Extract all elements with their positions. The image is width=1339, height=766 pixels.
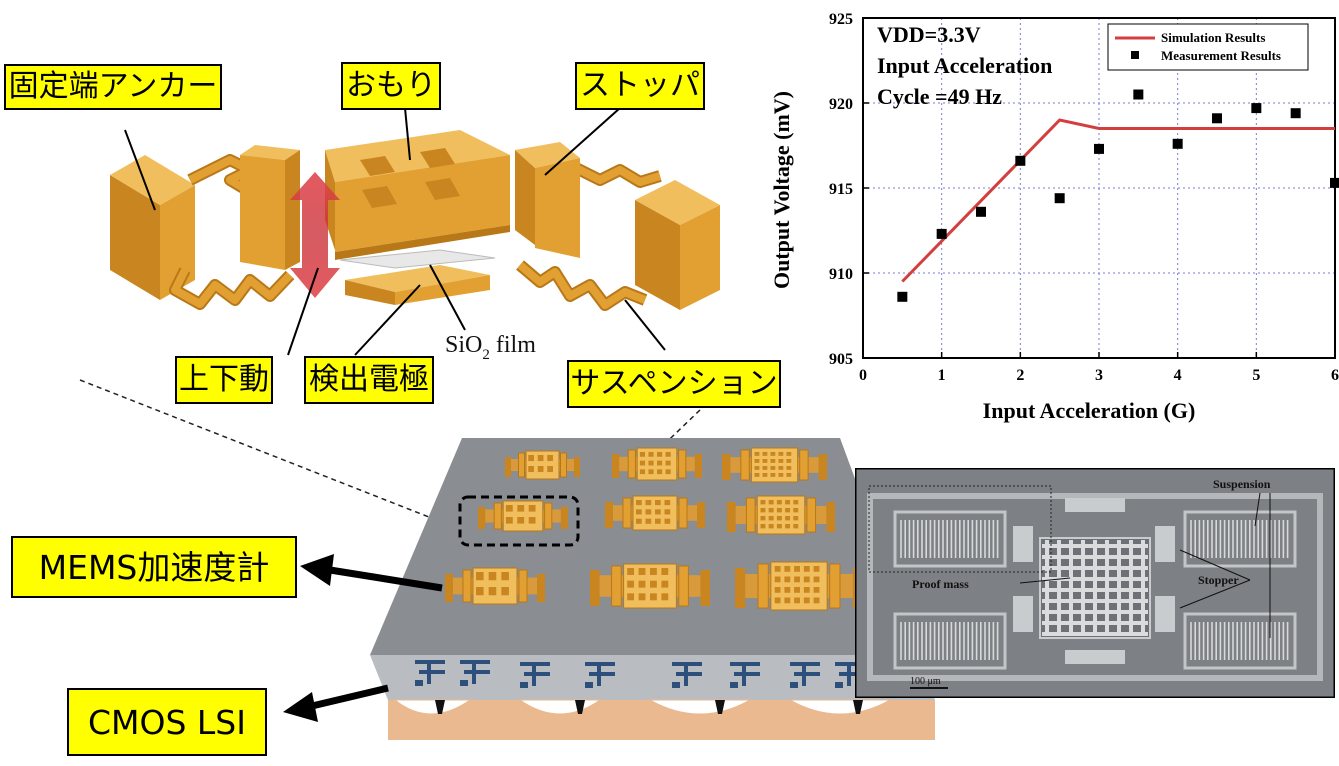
sem-stopper-label: Stopper bbox=[1198, 573, 1239, 587]
leader-lines bbox=[124, 107, 666, 356]
mems-device bbox=[735, 561, 863, 611]
chart-series bbox=[897, 89, 1339, 302]
chart-annotation: Cycle =49 Hz bbox=[877, 84, 1002, 109]
label-vertical-motion: 上下動 bbox=[175, 356, 273, 404]
chart-grid bbox=[863, 18, 1335, 358]
measurement-point bbox=[1251, 103, 1262, 114]
chart-xlabel: Input Acceleration (G) bbox=[983, 398, 1196, 423]
selected-device-dashed-box bbox=[458, 495, 580, 547]
legend-meas-label: Measurement Results bbox=[1161, 48, 1281, 63]
chart-xtick-label: 0 bbox=[859, 367, 867, 384]
proof-mass-block bbox=[325, 130, 510, 260]
measurement-point bbox=[1094, 143, 1104, 154]
sio2-film-label: SiO2 film bbox=[445, 332, 536, 363]
legend-meas-swatch bbox=[1131, 51, 1139, 59]
sem-suspension-label: Suspension bbox=[1213, 477, 1271, 491]
mems-device bbox=[605, 495, 705, 531]
measurement-point bbox=[1015, 155, 1026, 166]
sio2-subscript: 2 bbox=[482, 347, 490, 363]
mems-device bbox=[727, 495, 835, 535]
mems-device bbox=[478, 500, 568, 532]
label-detection-electrode: 検出電極 bbox=[304, 356, 434, 404]
legend-box bbox=[1107, 23, 1309, 71]
output-voltage-chart: 0 1 2 3 4 5 6 905 910 915 920 925 Input Acceleratio… bbox=[769, 11, 1339, 423]
measurement-point bbox=[1330, 177, 1339, 188]
label-stopper: ストッパ bbox=[575, 62, 705, 110]
sem-proof-mass-label: Proof mass bbox=[912, 577, 969, 591]
label-cmos-lsi: CMOS LSI bbox=[67, 688, 267, 756]
measurement-point bbox=[1172, 138, 1183, 149]
right-anchor-block bbox=[635, 180, 720, 310]
right-suspension-springs bbox=[516, 159, 662, 311]
left-stopper-block bbox=[240, 145, 300, 270]
mems-accelerometer-array bbox=[445, 447, 863, 611]
measurement-point bbox=[976, 206, 986, 217]
label-proof-mass: おもり bbox=[341, 62, 441, 110]
sem-suspension-combs bbox=[893, 510, 1297, 670]
sem-annotation-lines bbox=[1019, 492, 1271, 638]
measurement-point bbox=[1212, 113, 1222, 124]
chart-xtick-label: 1 bbox=[938, 367, 946, 384]
mems-device bbox=[445, 567, 545, 605]
chart-annotation: Input Acceleration bbox=[877, 53, 1052, 78]
chart-xtick-label: 2 bbox=[1016, 367, 1024, 384]
chart-xtick-label: 3 bbox=[1095, 367, 1103, 384]
right-stopper-block bbox=[515, 142, 580, 258]
chart-ytick-label: 925 bbox=[829, 11, 853, 28]
sem-stoppers bbox=[1013, 498, 1175, 664]
label-suspension: サスペンション bbox=[567, 360, 781, 408]
chart-xtick-label: 6 bbox=[1331, 367, 1339, 384]
measurement-point bbox=[1054, 193, 1065, 204]
sem-outer-frame bbox=[867, 493, 1323, 681]
simulation-line bbox=[901, 118, 1335, 283]
mems-device bbox=[590, 563, 710, 609]
chart-ytick-label: 920 bbox=[829, 96, 853, 113]
mems-device bbox=[505, 450, 580, 480]
chart-xtick-label: 4 bbox=[1174, 367, 1182, 384]
mems-device bbox=[722, 447, 827, 483]
sem-scale-label: 100 μm bbox=[910, 676, 941, 687]
measurement-point bbox=[1290, 108, 1301, 119]
mems-device bbox=[612, 447, 702, 481]
chart-ticks: 0 1 2 3 4 5 6 905 910 915 920 925 bbox=[829, 11, 1339, 384]
measurement-point bbox=[936, 228, 947, 239]
chart-xtick-label: 5 bbox=[1252, 367, 1260, 384]
sem-micrograph: Suspension Proof mass Stopper 100 μm bbox=[855, 468, 1335, 698]
label-fixed-anchor: 固定端アンカー bbox=[4, 64, 222, 110]
sem-proof-mass-grid bbox=[1039, 537, 1151, 639]
chart-annotation: VDD=3.3V bbox=[877, 22, 981, 47]
vertical-motion-arrow bbox=[290, 172, 340, 298]
cmos-metal-interconnects bbox=[415, 660, 865, 714]
chart-ytick-label: 905 bbox=[829, 351, 853, 368]
chart-legend: Simulation Results Measurement Results bbox=[1107, 23, 1309, 71]
cmos-layer-side bbox=[370, 655, 935, 700]
chart-ytick-label: 915 bbox=[829, 181, 853, 198]
measurement-point bbox=[1133, 89, 1144, 100]
legend-sim-label: Simulation Results bbox=[1161, 30, 1265, 45]
chart-ylabel: Output Voltage (mV) bbox=[769, 91, 794, 289]
chart-ytick-label: 910 bbox=[829, 266, 853, 283]
measurement-point bbox=[897, 291, 908, 302]
sem-zoom-box bbox=[868, 485, 1052, 573]
label-mems-accelerometer: MEMS加速度計 bbox=[11, 536, 297, 598]
